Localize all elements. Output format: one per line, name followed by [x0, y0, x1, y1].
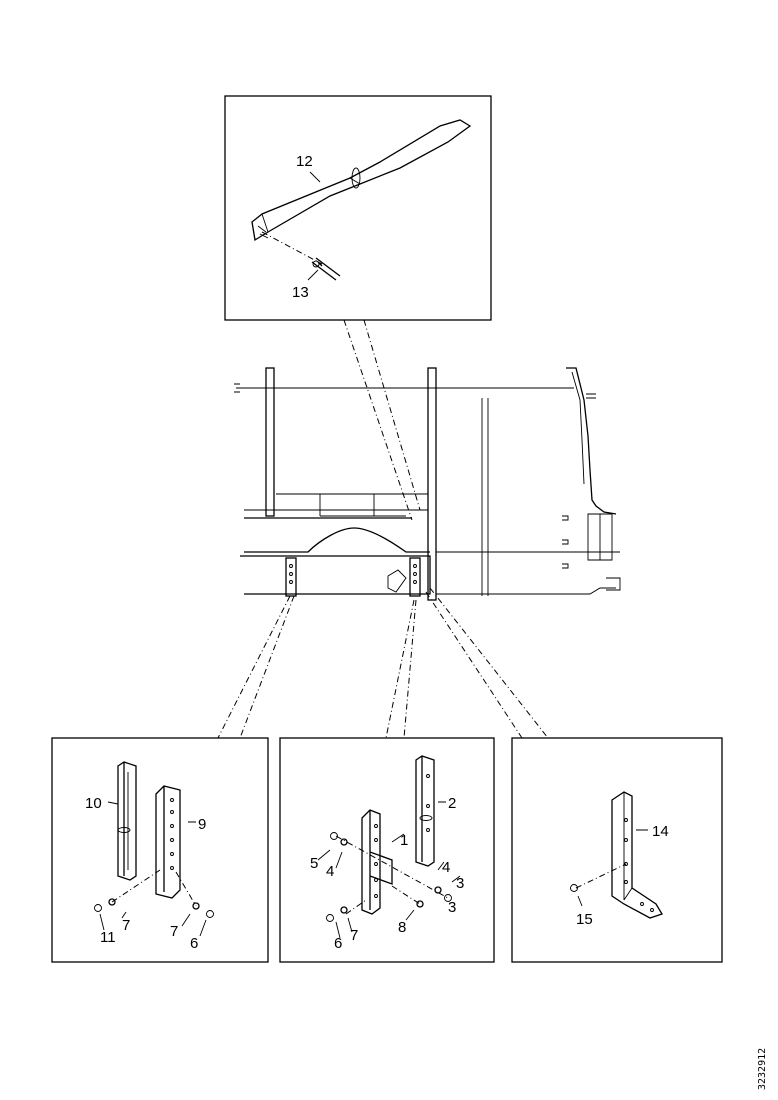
- callout-7: 7: [350, 927, 358, 944]
- callout-2: 2: [448, 795, 456, 812]
- drawing-reference: 3232912: [757, 1048, 768, 1090]
- callout-14: 14: [652, 823, 669, 840]
- callout-9: 9: [198, 816, 206, 833]
- leader-12: [309, 171, 321, 183]
- callout-15: 15: [576, 911, 593, 928]
- callout-7-a: 7: [122, 917, 130, 934]
- callout-4-b: 4: [442, 859, 450, 876]
- callout-6: 6: [334, 935, 342, 952]
- detail-box-left: [51, 737, 269, 963]
- detail-box-right: [511, 737, 723, 963]
- callout-4-a: 4: [326, 863, 334, 880]
- callout-13: 13: [292, 284, 309, 301]
- callout-10: 10: [85, 795, 102, 812]
- callout-8: 8: [398, 919, 406, 936]
- leader-13: [307, 269, 319, 281]
- callout-5-b: 3: [456, 875, 464, 892]
- callout-12: 12: [296, 153, 313, 170]
- callout-5-a: 5: [310, 855, 318, 872]
- callout-11: 11: [100, 929, 116, 946]
- detail-box-middle: [279, 737, 495, 963]
- callout-6: 6: [190, 935, 198, 952]
- callout-7-b: 7: [170, 923, 178, 940]
- callout-3: 3: [448, 899, 456, 916]
- main-view: [217, 319, 621, 739]
- detail-box-top: [224, 95, 492, 321]
- callout-1: 1: [400, 832, 408, 849]
